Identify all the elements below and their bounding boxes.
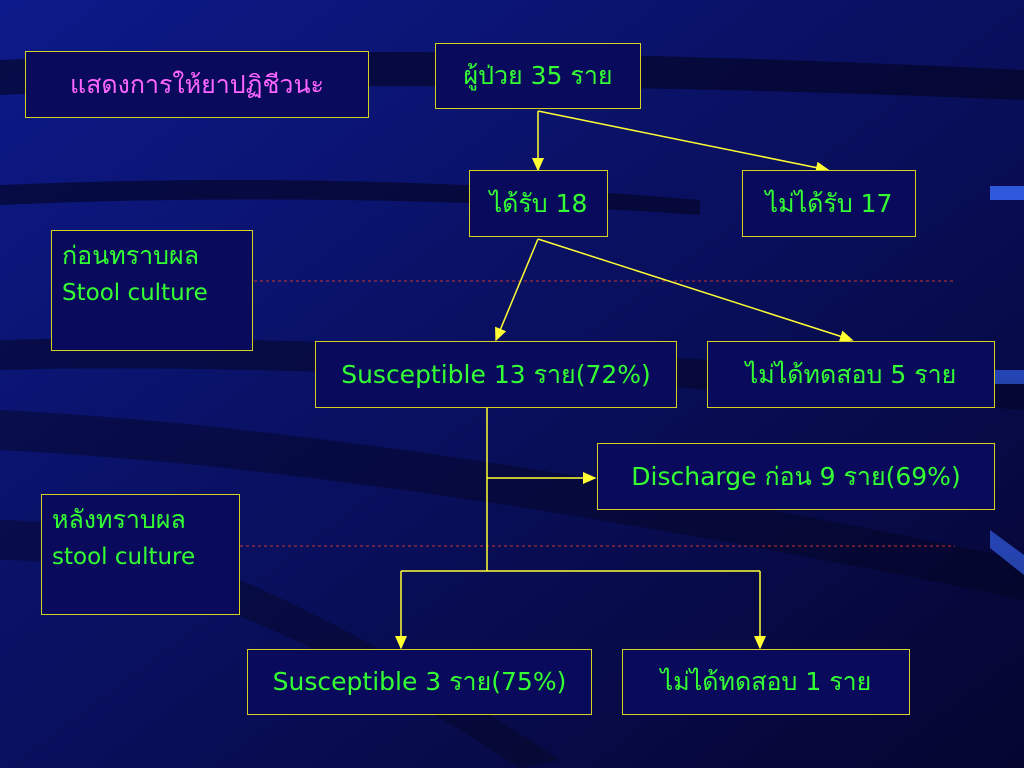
node-susceptible-3: Susceptible 3 ราย(75%) [247,649,592,715]
node-not-tested-5: ไม่ได้ทดสอบ 5 ราย [707,341,995,408]
node-susceptible-13-label: Susceptible 13 ราย(72%) [341,359,651,389]
phase-after: หลังทราบผล stool culture [41,494,240,615]
node-susceptible-3-label: Susceptible 3 ราย(75%) [272,667,567,696]
node-patients-label: ผู้ป่วย 35 ราย [463,61,613,90]
node-received: ได้รับ 18 [469,170,608,237]
node-not-received: ไม่ได้รับ 17 [742,170,916,237]
node-not-tested-1: ไม่ได้ทดสอบ 1 ราย [622,649,910,715]
phase-before-subtitle: Stool culture [62,279,208,306]
phase-after-title: หลังทราบผล [52,505,186,534]
chart-title: แสดงการให้ยาปฏิชีวนะ [25,51,369,118]
phase-before-title: ก่อนทราบผล [62,241,200,270]
node-not-received-label: ไม่ได้รับ 17 [765,188,893,218]
node-received-label: ได้รับ 18 [489,188,588,218]
node-discharge-9: Discharge ก่อน 9 ราย(69%) [597,443,995,510]
phase-before: ก่อนทราบผล Stool culture [51,230,253,351]
node-not-tested-5-label: ไม่ได้ทดสอบ 5 ราย [745,359,957,389]
node-patients: ผู้ป่วย 35 ราย [435,43,641,109]
node-susceptible-13: Susceptible 13 ราย(72%) [315,341,677,408]
chart-title-text: แสดงการให้ยาปฏิชีวนะ [70,69,324,99]
node-not-tested-1-label: ไม่ได้ทดสอบ 1 ราย [660,667,872,696]
node-discharge-9-label: Discharge ก่อน 9 ราย(69%) [631,461,961,491]
phase-after-subtitle: stool culture [52,543,196,570]
